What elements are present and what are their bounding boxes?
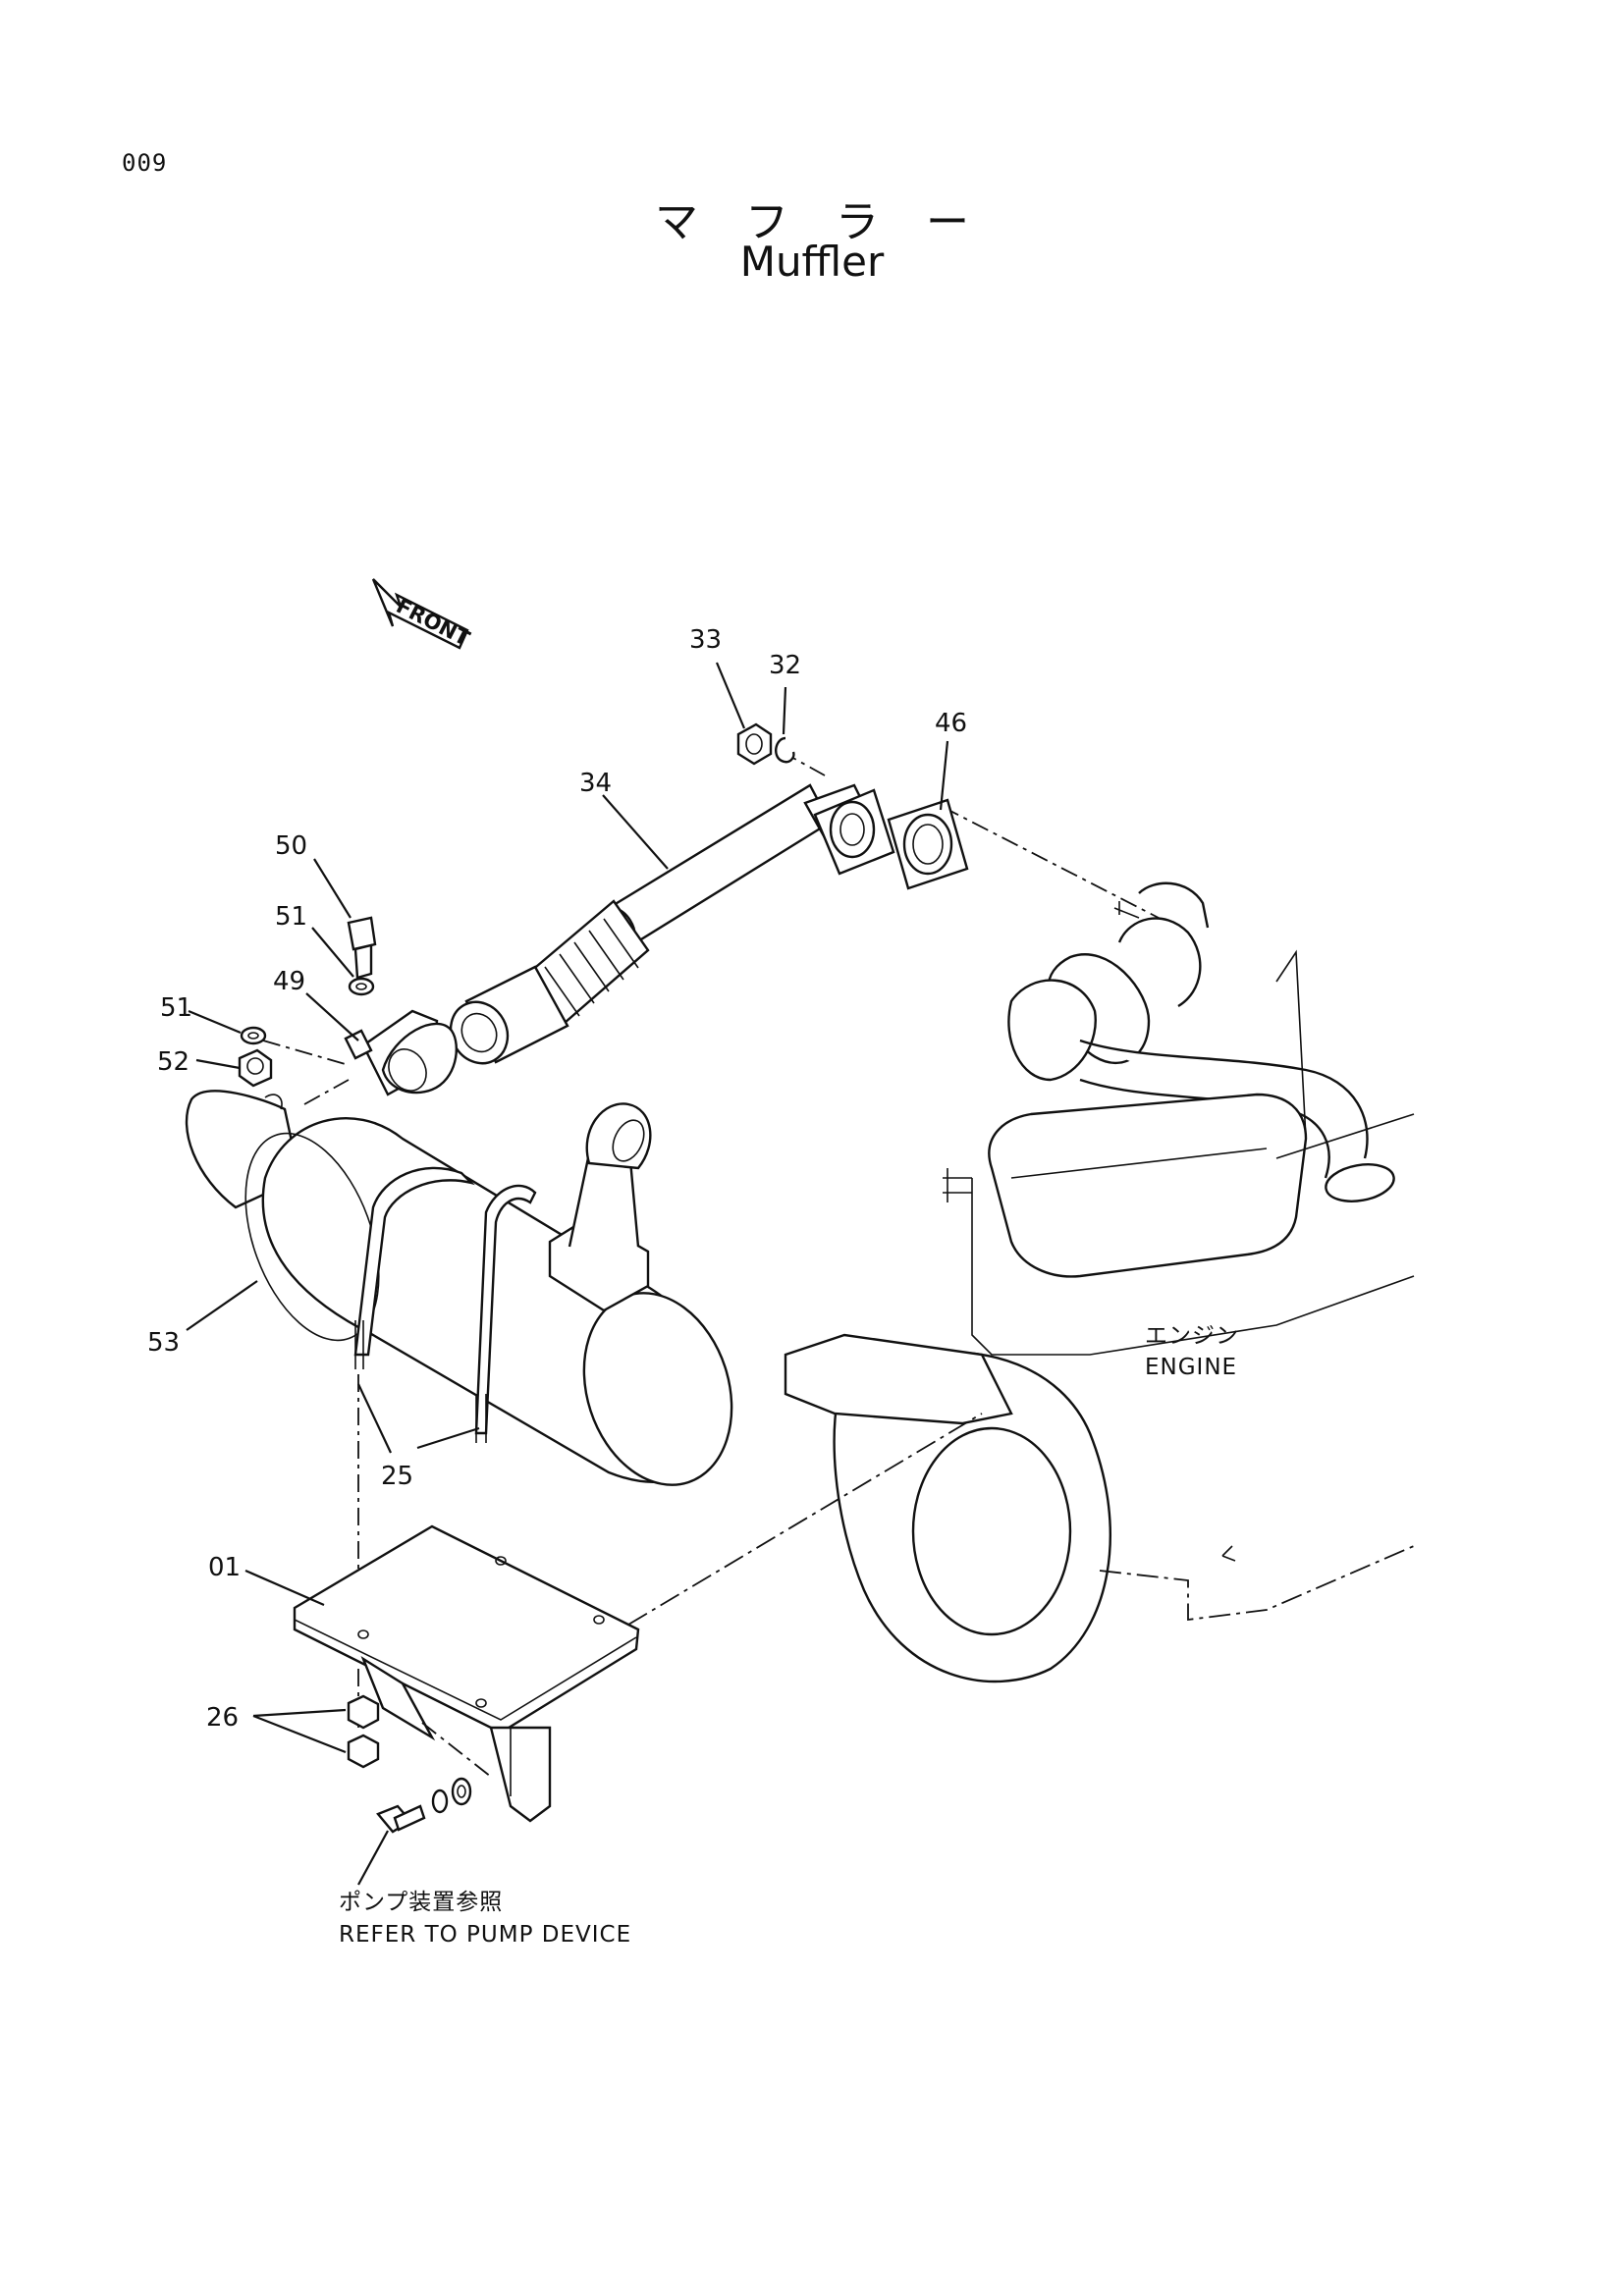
callout-33: 33 [689,625,722,655]
callout-52: 52 [157,1047,189,1077]
part-01-bracket [293,1524,640,1823]
part-51-washer-lower [240,1026,267,1045]
assembly-line-bracket-engine [627,1413,983,1626]
part-34-exhaust-pipe [449,783,895,1065]
callout-51-lower: 51 [160,993,192,1023]
assembly-line-clamp-bolt [262,1040,350,1066]
part-26-nut-upper [347,1694,380,1730]
callout-51-upper: 51 [275,902,307,932]
front-arrow-icon: FRONT [371,578,474,651]
reference-note: REFER TO PUMP DEVICE [339,1922,631,1948]
pump-device-bolt [376,1777,472,1834]
callout-53: 53 [147,1328,180,1358]
assembly-line-clamp [303,1079,350,1105]
front-label: FRONT [393,594,474,651]
reference-note-japanese: ポンプ装置参照 [339,1890,503,1915]
part-32-washer [775,736,795,764]
callout-32: 32 [769,651,801,680]
engine-label: ENGINE [1145,1355,1237,1380]
part-53-muffler [185,1090,733,1486]
part-51-washer-upper [348,977,375,996]
callout-25: 25 [381,1462,413,1491]
engine-label-japanese: エンジン [1145,1323,1239,1349]
callout-49: 49 [273,967,305,996]
callout-34: 34 [579,769,612,798]
part-33-nut [736,722,773,766]
assembly-line-bracket-bolt [421,1722,492,1778]
assembly-line-flange [942,806,1160,919]
callout-46: 46 [935,709,967,738]
page-number: 009 [122,149,168,177]
callout-50: 50 [275,831,307,861]
part-46-gasket [887,798,969,890]
part-52-nut [238,1048,273,1088]
part-26-nut-lower [347,1734,380,1769]
callout-01: 01 [208,1553,241,1582]
page-title-japanese: マフラー [655,197,1016,247]
part-50-bolt [347,916,377,980]
page-title: Muffler [739,238,885,286]
callout-26: 26 [206,1703,239,1733]
engine-outline: エンジン ENGINE [784,881,1415,1683]
part-49-clamp [344,1009,459,1096]
leader-lines [186,662,949,1886]
